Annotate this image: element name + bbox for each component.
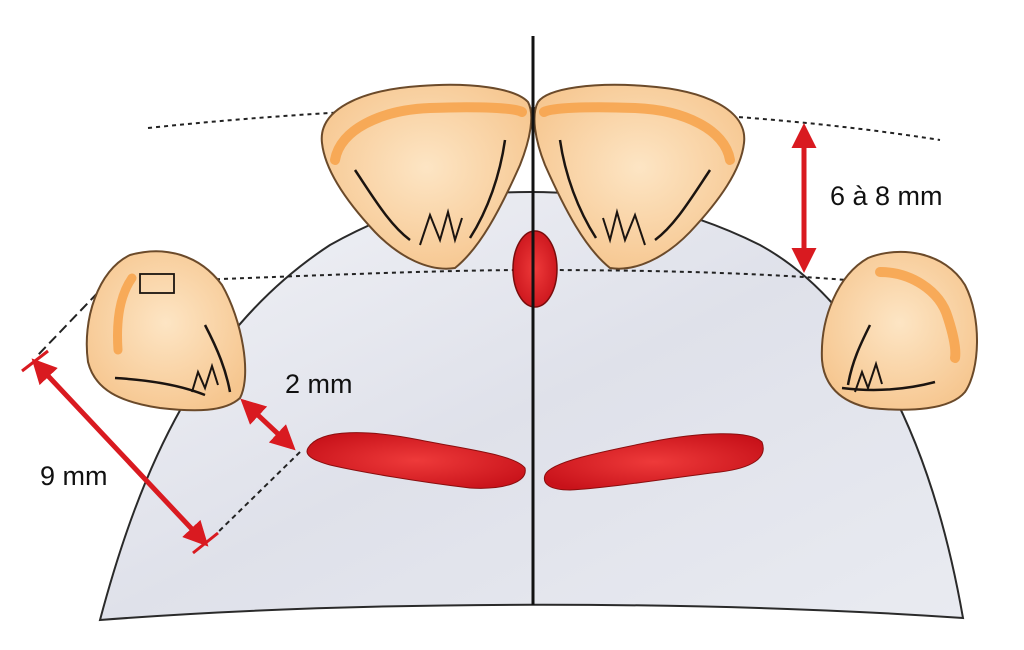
right-central-incisor (533, 83, 746, 270)
enamel-band (875, 267, 961, 363)
enamel-band (539, 102, 735, 165)
right-palatal-ruga (543, 433, 764, 491)
guide-line-bottom (209, 451, 301, 541)
right-canine (820, 250, 978, 411)
marker-box (139, 273, 175, 294)
gap-arrow (240, 398, 296, 451)
canine-distance-label: 9 mm (40, 461, 108, 491)
left-palatal-ruga (306, 432, 526, 489)
gap-label: 2 mm (285, 369, 353, 399)
enamel-band (113, 273, 137, 355)
enamel-band (330, 102, 527, 165)
left-central-incisor (320, 83, 533, 270)
left-canine (85, 250, 247, 412)
incisive-papilla (512, 230, 558, 308)
canine-distance-tick-top (21, 349, 49, 373)
canine-distance-tick-bottom (192, 531, 219, 555)
incisor-spacing-label: 6 à 8 mm (830, 181, 943, 211)
canine-distance-arrow (31, 358, 209, 547)
